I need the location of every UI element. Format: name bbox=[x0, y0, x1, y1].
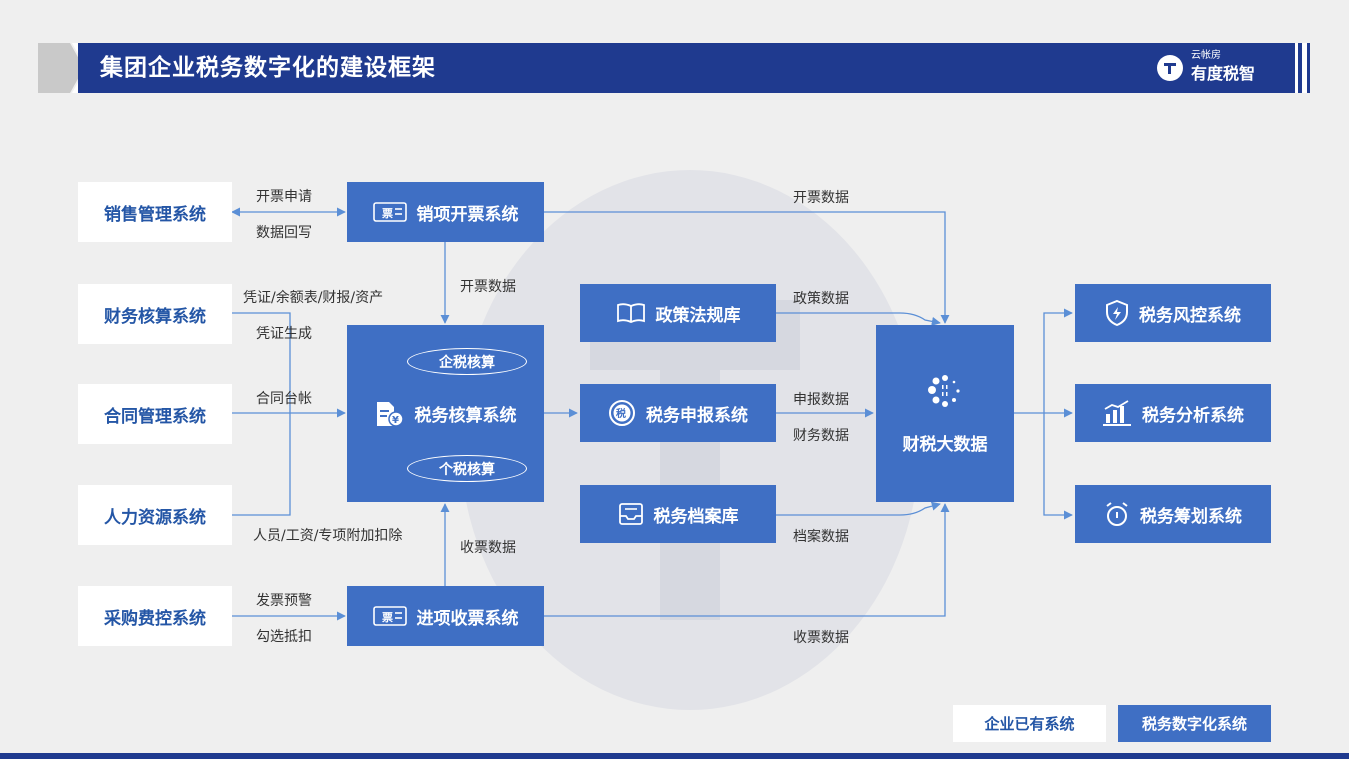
contract-management-system[interactable]: 合同管理系统 bbox=[78, 384, 232, 444]
archive-tray-icon bbox=[618, 502, 644, 526]
tax-accounting-label: 税务核算系统 bbox=[414, 406, 517, 426]
page-title: 集团企业税务数字化的建设框架 bbox=[100, 55, 436, 81]
label-voucher-gen: 凭证生成 bbox=[256, 326, 312, 342]
label-invoice-data-down: 开票数据 bbox=[460, 279, 516, 295]
logo-mark-icon bbox=[1157, 55, 1183, 81]
tax-analysis-label: 税务分析系统 bbox=[1142, 405, 1244, 426]
tax-planning-label: 税务筹划系统 bbox=[1140, 506, 1242, 527]
human-resources-system[interactable]: 人力资源系统 bbox=[78, 485, 232, 545]
label-declare-data: 申报数据 bbox=[793, 392, 849, 408]
legend-digital-systems: 税务数字化系统 bbox=[1118, 705, 1271, 742]
tax-analysis-system[interactable]: 税务分析系统 bbox=[1075, 384, 1271, 442]
risk-control-label: 税务风控系统 bbox=[1139, 305, 1241, 326]
policy-regulation-library[interactable]: 政策法规库 bbox=[580, 284, 776, 342]
label-check-deduct: 勾选抵扣 bbox=[256, 629, 312, 645]
label-policy-data: 政策数据 bbox=[793, 291, 849, 307]
svg-text:票: 票 bbox=[382, 611, 393, 624]
label-receipt-data-bottom: 收票数据 bbox=[793, 630, 849, 646]
shield-icon bbox=[1105, 300, 1129, 326]
purchase-expense-system[interactable]: 采购费控系统 bbox=[78, 586, 232, 646]
sales-invoice-system[interactable]: 票 销项开票系统 bbox=[347, 182, 544, 242]
finance-accounting-system[interactable]: 财务核算系统 bbox=[78, 284, 232, 344]
bar-chart-icon bbox=[1102, 400, 1132, 426]
invoice-ticket-icon: 票 bbox=[372, 606, 407, 626]
tax-archive-label: 税务档案库 bbox=[653, 506, 739, 527]
data-dots-icon bbox=[927, 373, 963, 414]
header-bar bbox=[78, 43, 1310, 93]
sales-invoice-label: 销项开票系统 bbox=[416, 204, 519, 225]
label-invoice-warn: 发票预警 bbox=[256, 593, 312, 609]
label-data-return: 数据回写 bbox=[256, 225, 312, 241]
svg-text:¥: ¥ bbox=[392, 415, 399, 426]
tax-seal-icon: 税 bbox=[608, 399, 636, 427]
purchase-invoice-label: 进项收票系统 bbox=[416, 608, 519, 629]
label-invoice-apply: 开票申请 bbox=[256, 189, 312, 205]
open-book-icon bbox=[616, 302, 646, 324]
invoice-ticket-icon: 票 bbox=[372, 202, 407, 222]
tax-declaration-label: 税务申报系统 bbox=[646, 405, 748, 426]
label-archive-data: 档案数据 bbox=[793, 529, 849, 545]
label-contract-ledger: 合同台帐 bbox=[256, 391, 312, 407]
brand-logo: 云帐房 有度税智 bbox=[1157, 47, 1297, 89]
label-voucher-ledger: 凭证/余额表/财报/资产 bbox=[243, 290, 384, 306]
label-receipt-data-up: 收票数据 bbox=[460, 540, 516, 556]
personal-tax-accounting-oval[interactable]: 个税核算 bbox=[407, 455, 527, 482]
logo-small-text: 云帐房 bbox=[1191, 50, 1221, 61]
tax-archive-library[interactable]: 税务档案库 bbox=[580, 485, 776, 543]
label-invoice-data-top: 开票数据 bbox=[793, 190, 849, 206]
tax-document-icon: ¥ bbox=[375, 400, 405, 428]
tax-risk-control-system[interactable]: 税务风控系统 bbox=[1075, 284, 1271, 342]
enterprise-tax-accounting-oval[interactable]: 企税核算 bbox=[407, 348, 527, 375]
header-stripe-decoration bbox=[1295, 43, 1307, 93]
sales-management-system[interactable]: 销售管理系统 bbox=[78, 182, 232, 242]
alarm-clock-icon bbox=[1104, 501, 1130, 527]
label-staff-salary: 人员/工资/专项附加扣除 bbox=[253, 528, 403, 544]
tax-declaration-system[interactable]: 税 税务申报系统 bbox=[580, 384, 776, 442]
big-data-label: 财税大数据 bbox=[902, 434, 988, 455]
svg-text:税: 税 bbox=[616, 407, 626, 420]
finance-tax-big-data[interactable]: 财税大数据 bbox=[876, 325, 1014, 502]
label-finance-data: 财务数据 bbox=[793, 428, 849, 444]
purchase-invoice-system[interactable]: 票 进项收票系统 bbox=[347, 586, 544, 646]
logo-main-text: 有度税智 bbox=[1191, 64, 1256, 83]
policy-library-label: 政策法规库 bbox=[655, 305, 741, 326]
legend-existing-systems: 企业已有系统 bbox=[953, 705, 1106, 742]
tax-planning-system[interactable]: 税务筹划系统 bbox=[1075, 485, 1271, 543]
footer-bar bbox=[0, 753, 1349, 759]
svg-text:票: 票 bbox=[382, 207, 393, 220]
